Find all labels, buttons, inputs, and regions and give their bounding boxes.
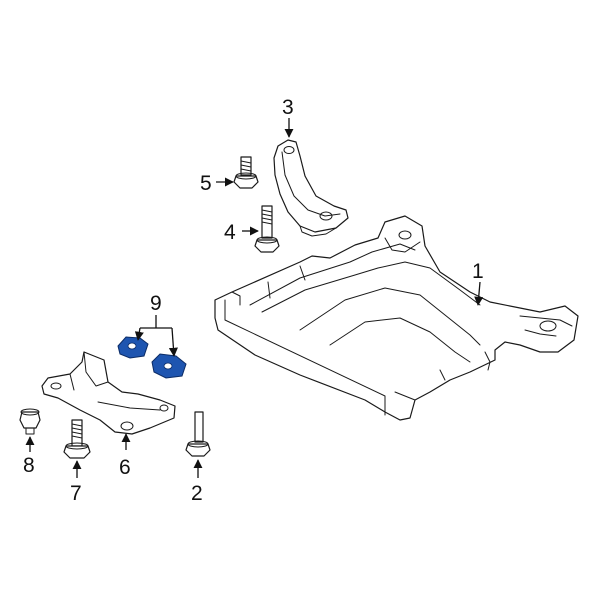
callout-3: 3 (282, 96, 294, 119)
crossmember[interactable] (214, 215, 579, 421)
brace-bracket[interactable] (273, 139, 349, 237)
bolt-5[interactable] (233, 156, 259, 189)
stud-2[interactable] (185, 411, 211, 457)
callout-2: 2 (191, 482, 203, 505)
leader-9a (134, 327, 144, 341)
bolt-7[interactable] (63, 419, 91, 459)
leader-9-bracket (140, 315, 172, 329)
callout-4: 4 (224, 221, 236, 244)
bolt-4[interactable] (254, 205, 280, 253)
clip-lower[interactable] (151, 353, 187, 379)
leader-1 (474, 281, 484, 306)
nut-8[interactable] (19, 408, 41, 435)
callout-9: 9 (150, 292, 162, 315)
clip-upper[interactable] (117, 336, 149, 359)
callout-7: 7 (70, 482, 82, 505)
callout-5: 5 (200, 172, 212, 195)
leader-9b (168, 327, 178, 357)
callout-8: 8 (23, 454, 35, 477)
callout-1: 1 (472, 260, 484, 283)
reinforcement-plate[interactable] (41, 351, 176, 435)
callout-6: 6 (119, 456, 131, 479)
